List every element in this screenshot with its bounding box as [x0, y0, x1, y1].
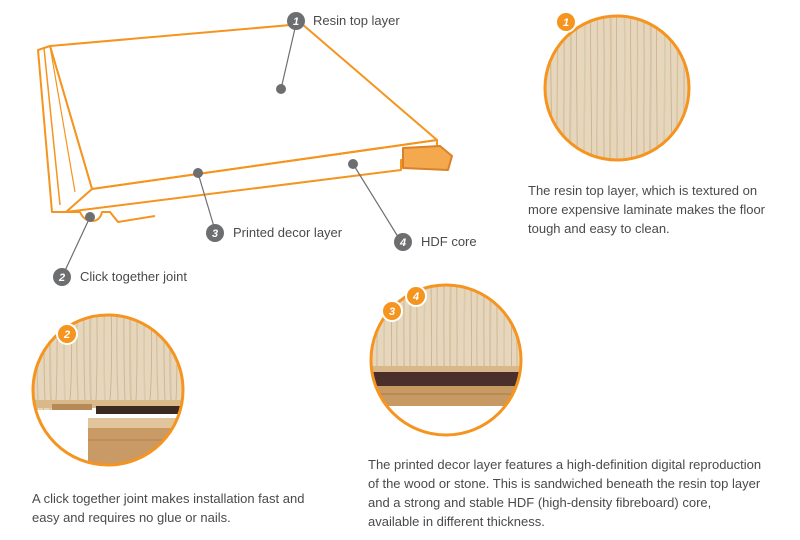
- description-resin: The resin top layer, which is textured o…: [528, 183, 766, 236]
- label-click-together-joint: Click together joint: [80, 269, 187, 284]
- label-resin-top-layer: Resin top layer: [313, 13, 400, 28]
- callout-badge-2: 2: [53, 268, 71, 286]
- detail-circle-joint: 2: [31, 313, 185, 467]
- svg-text:2: 2: [63, 329, 70, 341]
- callout-badge-4: 4: [394, 233, 412, 251]
- description-joint: A click together joint makes installatio…: [32, 491, 305, 525]
- callout-badge-3: 3: [206, 224, 224, 242]
- svg-text:3: 3: [389, 306, 395, 318]
- svg-text:4: 4: [412, 291, 419, 303]
- leader-dots: [85, 84, 358, 222]
- svg-text:1: 1: [563, 17, 569, 29]
- leader-lines: [62, 23, 401, 276]
- laminate-plank-drawing: [37, 23, 453, 223]
- svg-text:3: 3: [212, 228, 218, 240]
- label-printed-decor-layer: Printed decor layer: [233, 225, 343, 240]
- description-decor: The printed decor layer features a high-…: [368, 457, 762, 529]
- detail-circle-layers: 3 4: [369, 283, 523, 437]
- callout-badge-1: 1: [287, 12, 305, 30]
- svg-text:4: 4: [399, 237, 406, 249]
- detail-circle-resin: 1: [543, 11, 691, 162]
- svg-text:1: 1: [293, 16, 299, 28]
- label-hdf-core: HDF core: [421, 234, 477, 249]
- svg-text:2: 2: [58, 272, 65, 284]
